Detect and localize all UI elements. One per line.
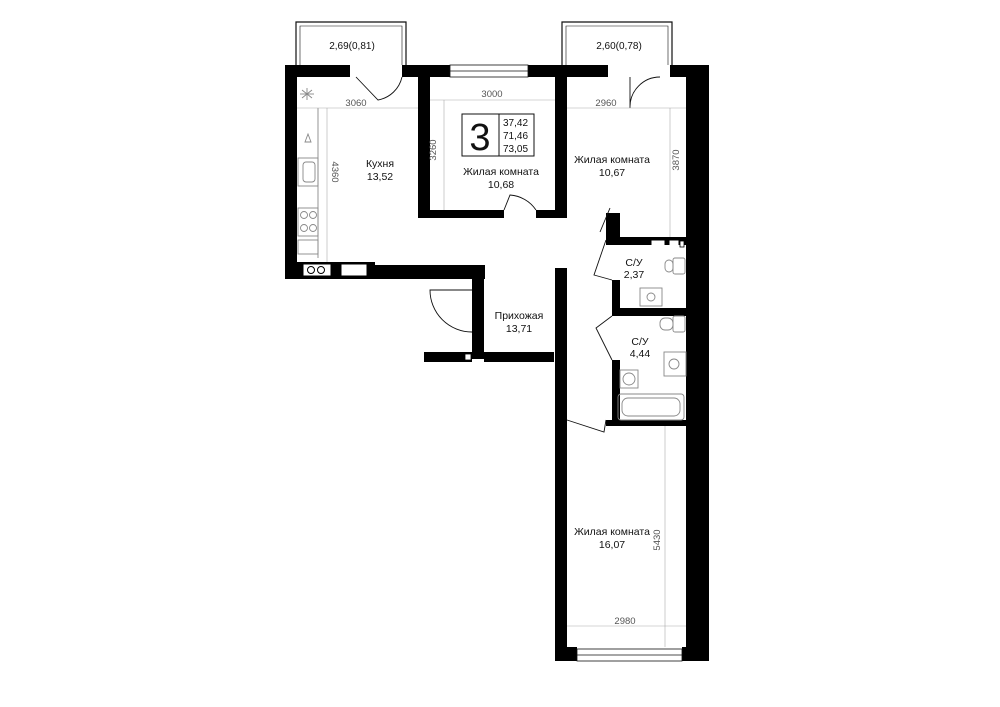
summary-box: 3 37,42 71,46 73,05	[461, 113, 535, 159]
balcony-right	[561, 21, 673, 65]
area-with-balconies: 73,05	[503, 144, 528, 155]
bathroom-fixtures	[617, 257, 687, 421]
windows	[449, 64, 683, 662]
kitchen-name: Кухня	[366, 158, 394, 170]
kitchen-area: 13,52	[367, 171, 393, 183]
area-total: 71,46	[503, 131, 528, 142]
hall-name: Прихожая	[495, 310, 544, 322]
dim-living3-height: 5430	[652, 529, 663, 550]
dim-living3-width: 2980	[614, 616, 635, 627]
dim-kitchen-width: 3060	[345, 98, 366, 109]
dim-living1-height: 3260	[428, 139, 439, 160]
dim-kitchen-height: 4360	[329, 161, 340, 182]
living1-area: 10,68	[488, 179, 514, 191]
living3-name: Жилая комната	[574, 526, 650, 538]
dim-living1-width: 3000	[481, 89, 502, 100]
bath2-area: 4,44	[630, 348, 651, 360]
balcony-right-label: 2,60(0,78)	[596, 41, 642, 52]
balcony-left	[295, 21, 407, 65]
outlet-marks	[464, 240, 685, 361]
living2-name: Жилая комната	[574, 154, 650, 166]
living3-area: 16,07	[599, 539, 625, 551]
doors	[355, 76, 661, 433]
dimension-lines	[297, 99, 686, 647]
rooms-count: 3	[469, 117, 490, 159]
balcony-left-label: 2,69(0,81)	[329, 41, 375, 52]
dim-living2-width: 2960	[595, 98, 616, 109]
bath1-name: С/У	[625, 257, 643, 269]
hall-area: 13,71	[506, 323, 532, 335]
living1-name: Жилая комната	[463, 166, 539, 178]
kitchen-fixtures	[297, 88, 319, 258]
dim-living2-height: 3870	[671, 149, 682, 170]
wall-details	[303, 240, 679, 276]
area-living: 37,42	[503, 118, 528, 129]
living2-area: 10,67	[599, 167, 625, 179]
bath1-area: 2,37	[624, 269, 645, 281]
bath2-name: С/У	[631, 336, 649, 348]
stove-detail	[307, 266, 325, 274]
